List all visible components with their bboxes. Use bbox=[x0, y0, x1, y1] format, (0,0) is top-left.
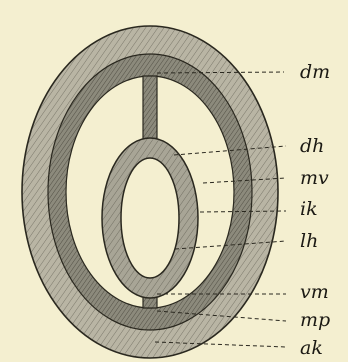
central-tube bbox=[102, 138, 198, 298]
label-vm: vm bbox=[300, 281, 329, 303]
lumen-cavity-lh bbox=[121, 158, 179, 278]
dorsal-mesentery-dm bbox=[143, 76, 157, 148]
label-mv: mv bbox=[300, 167, 329, 189]
label-lh: lh bbox=[300, 230, 318, 252]
label-ak: ak bbox=[300, 337, 323, 359]
label-ik: ik bbox=[300, 198, 318, 220]
label-dm: dm bbox=[300, 61, 330, 83]
label-dh: dh bbox=[300, 135, 324, 157]
label-mp: mp bbox=[300, 309, 330, 331]
